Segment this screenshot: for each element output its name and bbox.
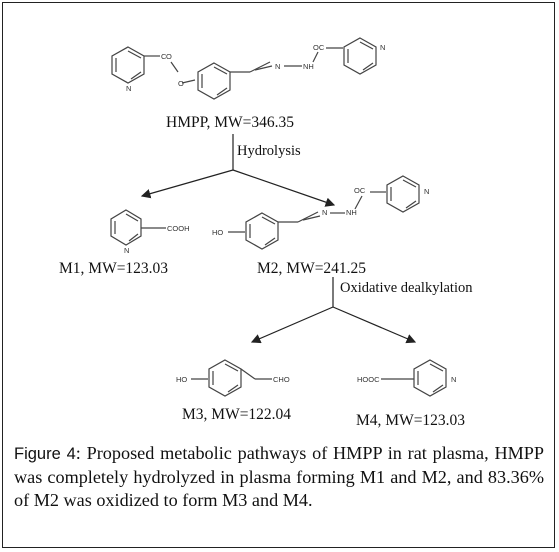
m2-ho-label: HO bbox=[212, 228, 223, 237]
m2-ring-n-label: N bbox=[424, 187, 429, 196]
hydrolysis-label: Hydrolysis bbox=[237, 143, 301, 159]
m3-name: M3, MW=122.04 bbox=[182, 406, 291, 423]
m4-name: M4, MW=123.03 bbox=[356, 412, 465, 429]
figure-label: Figure 4 bbox=[14, 445, 76, 463]
hmpp-imine-n-label: N bbox=[275, 62, 280, 71]
m1-cooh-label: COOH bbox=[167, 224, 190, 233]
hmpp-structure bbox=[111, 37, 377, 100]
m1-ring-n-label: N bbox=[124, 246, 129, 255]
hydrolysis-arrows bbox=[140, 134, 336, 207]
hmpp-carbonyl-label: OC bbox=[313, 43, 325, 52]
m4-structure bbox=[381, 359, 447, 397]
m3-ho-label: HO bbox=[176, 375, 187, 384]
m2-carbonyl-label: OC bbox=[354, 186, 366, 195]
hmpp-nh-label: NH bbox=[303, 62, 314, 71]
m2-structure bbox=[228, 175, 420, 250]
hmpp-name: HMPP, MW=346.35 bbox=[166, 114, 294, 131]
caption-text: : Proposed metabolic pathways of HMPP in… bbox=[14, 443, 545, 510]
hmpp-ester-o2-label: O bbox=[178, 79, 184, 88]
m4-hooc-label: HOOC bbox=[357, 375, 380, 384]
figure-caption: Figure 4: Proposed metabolic pathways of… bbox=[14, 442, 544, 512]
m2-nh-label: NH bbox=[346, 208, 357, 217]
figure-frame bbox=[2, 2, 555, 548]
oxidative-label: Oxidative dealkylation bbox=[340, 280, 473, 296]
m4-ring-n-label: N bbox=[451, 375, 456, 384]
m1-name: M1, MW=123.03 bbox=[59, 260, 168, 277]
m2-imine-n-label: N bbox=[322, 208, 327, 217]
m3-cho-label: CHO bbox=[273, 375, 290, 384]
hmpp-pyridine-n-label: N bbox=[126, 84, 131, 93]
hmpp-ester-c-label: C bbox=[161, 52, 167, 61]
oxidation-arrows bbox=[250, 277, 417, 344]
hmpp-ester-o1-label: O bbox=[166, 52, 172, 61]
m2-name: M2, MW=241.25 bbox=[257, 260, 366, 277]
m1-structure bbox=[110, 209, 166, 246]
hmpp-ring-n-label: N bbox=[380, 43, 385, 52]
m3-structure bbox=[191, 359, 272, 397]
